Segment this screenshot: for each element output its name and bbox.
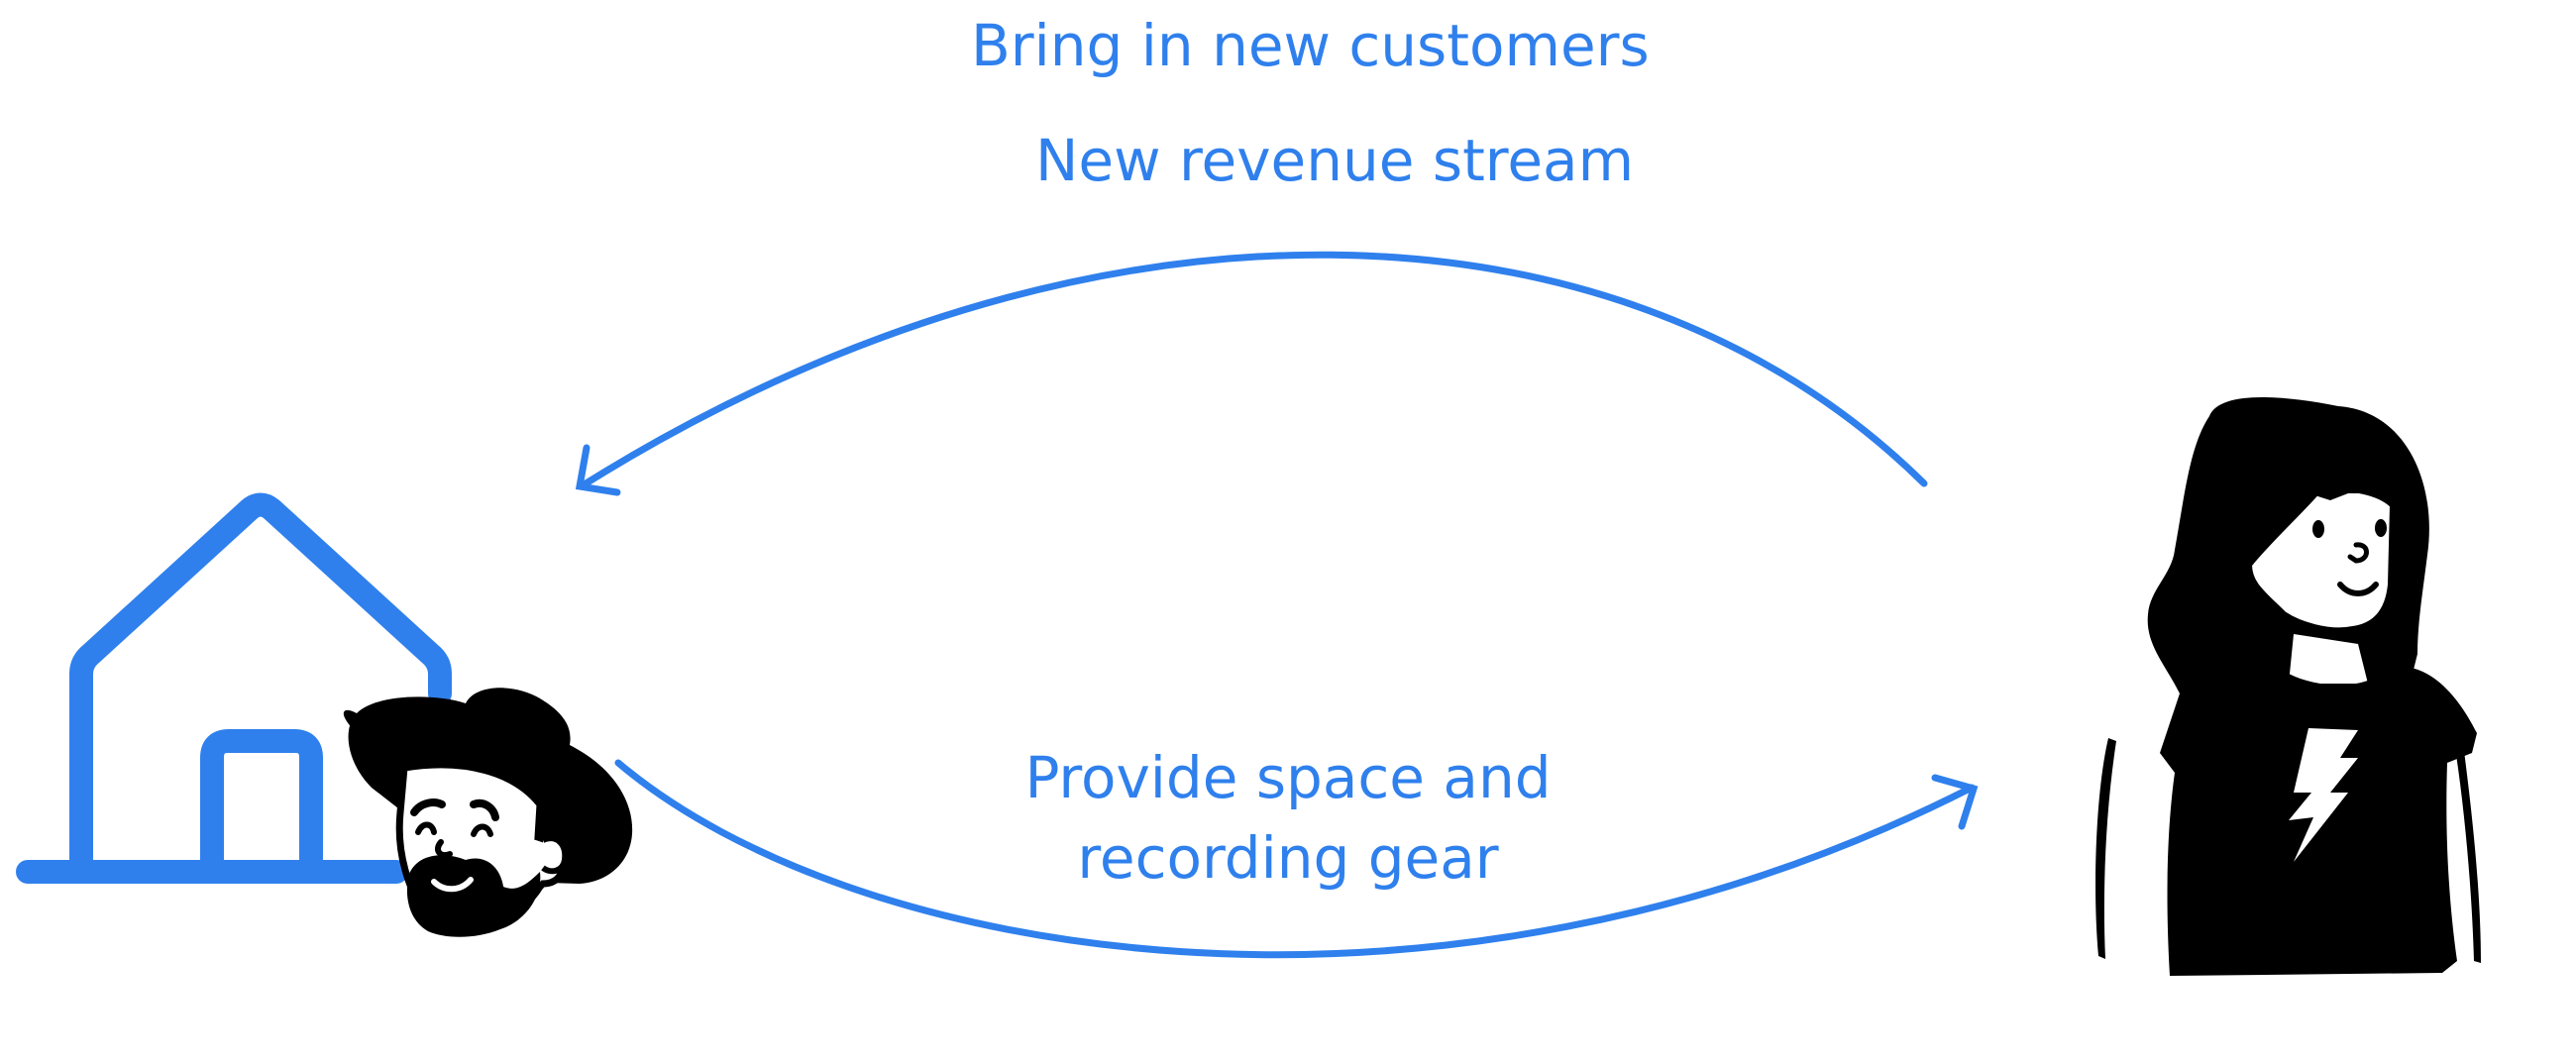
house-door [200, 729, 323, 874]
bottom-label: Provide space and recording gear [991, 738, 1585, 899]
woman-illustration [2095, 396, 2481, 976]
bottom-label-line-2: recording gear [1077, 824, 1499, 893]
arrow-right-head [1931, 774, 1979, 830]
bearded-man-illustration [343, 688, 633, 937]
arrow-left-curve [575, 251, 1928, 496]
house-roof-walls [69, 492, 452, 874]
top-label-revenue: New revenue stream [1035, 127, 1635, 194]
arrow-left-head [575, 444, 621, 496]
bottom-label-line-1: Provide space and [1024, 744, 1552, 811]
top-label-customers: Bring in new customers [971, 12, 1650, 79]
arrow-left-curve-path [579, 251, 1928, 489]
house-icon [16, 492, 452, 884]
arrow-right-curve-path [614, 759, 1976, 959]
arrow-right-curve [614, 759, 1979, 959]
